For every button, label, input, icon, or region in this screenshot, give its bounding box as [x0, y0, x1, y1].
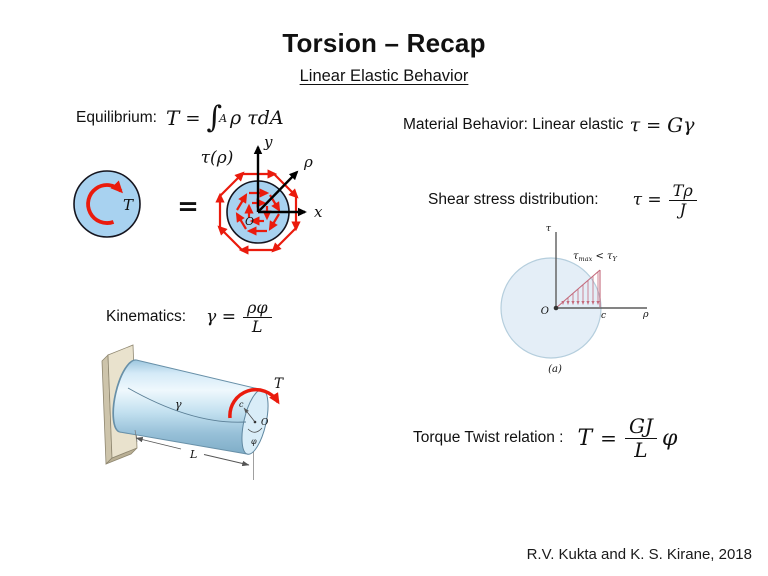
origin-dot	[553, 305, 559, 311]
material-gamma: γ	[683, 114, 695, 136]
dimension-line-left	[135, 436, 182, 450]
material-G: G	[667, 113, 684, 137]
torque-numerator: GJ	[624, 415, 657, 439]
equilibrium-eq: =	[185, 107, 201, 129]
torque-eq: =	[600, 426, 617, 450]
kinematics-label: Kinematics:	[106, 308, 187, 325]
kinematics-numerator: ρφ	[242, 298, 272, 318]
rho-axis-label: ρ	[642, 309, 649, 320]
torque-T-label: T	[274, 376, 284, 392]
tau-rho-label: τ(ρ)	[201, 148, 234, 168]
kinematics-row: Kinematics: γ = ρφ L	[106, 294, 272, 340]
rho-axis-label: ρ	[303, 153, 313, 171]
radius-line	[243, 407, 256, 423]
y-axis-label: y	[263, 135, 273, 151]
equilibrium-integrand: ρ τdA	[230, 107, 284, 129]
credit-text: R.V. Kukta and K. S. Kirane, 2018	[526, 546, 752, 563]
torque-section-circle	[73, 170, 141, 238]
tau-axis-label: τ	[546, 223, 552, 234]
torque-denominator: L	[634, 437, 648, 462]
equilibrium-T: T	[165, 106, 180, 130]
torque-T: T	[577, 425, 593, 451]
torque-label: Torque Twist relation :	[413, 429, 564, 446]
shear-label: Shear stress distribution:	[428, 191, 599, 208]
material-row: Material Behavior: Linear elastic τ = G …	[403, 110, 695, 140]
kinematics-lhs: γ =	[206, 307, 236, 327]
equilibrium-row: Equilibrium: T = ∫A ρ τdA	[76, 98, 284, 138]
equals-sign: =	[177, 192, 199, 222]
radius-c-label: c	[601, 311, 606, 321]
shear-fraction: Tρ J	[668, 181, 697, 219]
origin-label: O	[245, 215, 254, 228]
shear-numerator: Tρ	[668, 181, 697, 201]
page-title: Torsion – Recap	[282, 28, 486, 58]
torque-fraction: GJ L	[624, 415, 657, 462]
gamma-label: γ	[175, 398, 182, 411]
kinematics-fraction: ρφ L	[242, 298, 272, 336]
stress-hatch	[561, 271, 600, 305]
applied-torque-arrow	[228, 388, 280, 419]
origin-label: O	[261, 418, 269, 428]
shear-row: Shear stress distribution: τ = Tρ J	[428, 174, 697, 226]
length-L-label: L	[189, 448, 197, 461]
phi-arc	[247, 427, 263, 433]
stress-hypotenuse	[555, 269, 601, 309]
shaft-diagram: γ c O φ T L	[101, 344, 284, 480]
material-tau: τ	[629, 114, 641, 136]
tau-max-label: τmax < τY	[573, 251, 618, 263]
dimension-line-right	[203, 454, 250, 467]
torque-T-label: T	[123, 196, 134, 214]
material-eq: =	[646, 114, 662, 136]
x-axis-label: x	[314, 203, 323, 221]
rho-axis	[257, 170, 299, 213]
integral-sign: ∫	[206, 100, 223, 135]
shear-lhs: τ =	[632, 190, 662, 210]
stress-distribution-plot: O τ ρ c τmax < τY (a)	[500, 223, 649, 375]
torque-arrow	[86, 180, 123, 225]
slide-subtitle: Linear Elastic Behavior	[0, 67, 768, 86]
slide-subtitle-text: Linear Elastic Behavior	[299, 67, 469, 85]
integral-subscript: A	[219, 111, 228, 125]
torque-phi: φ	[661, 425, 678, 451]
phi-label: φ	[251, 437, 257, 446]
shear-denominator: J	[679, 199, 686, 219]
cross-section-diagram: T = y	[73, 135, 323, 255]
material-label: Material Behavior: Linear elastic	[403, 116, 624, 133]
torque-row: Torque Twist relation : T = GJ L φ	[413, 412, 677, 464]
equilibrium-label: Equilibrium:	[76, 109, 157, 126]
origin-label: O	[541, 306, 549, 317]
kinematics-denominator: L	[251, 316, 263, 336]
figure-caption: (a)	[548, 364, 562, 375]
radius-c-label: c	[239, 400, 244, 409]
axes	[253, 145, 307, 217]
twist-line	[127, 387, 247, 423]
